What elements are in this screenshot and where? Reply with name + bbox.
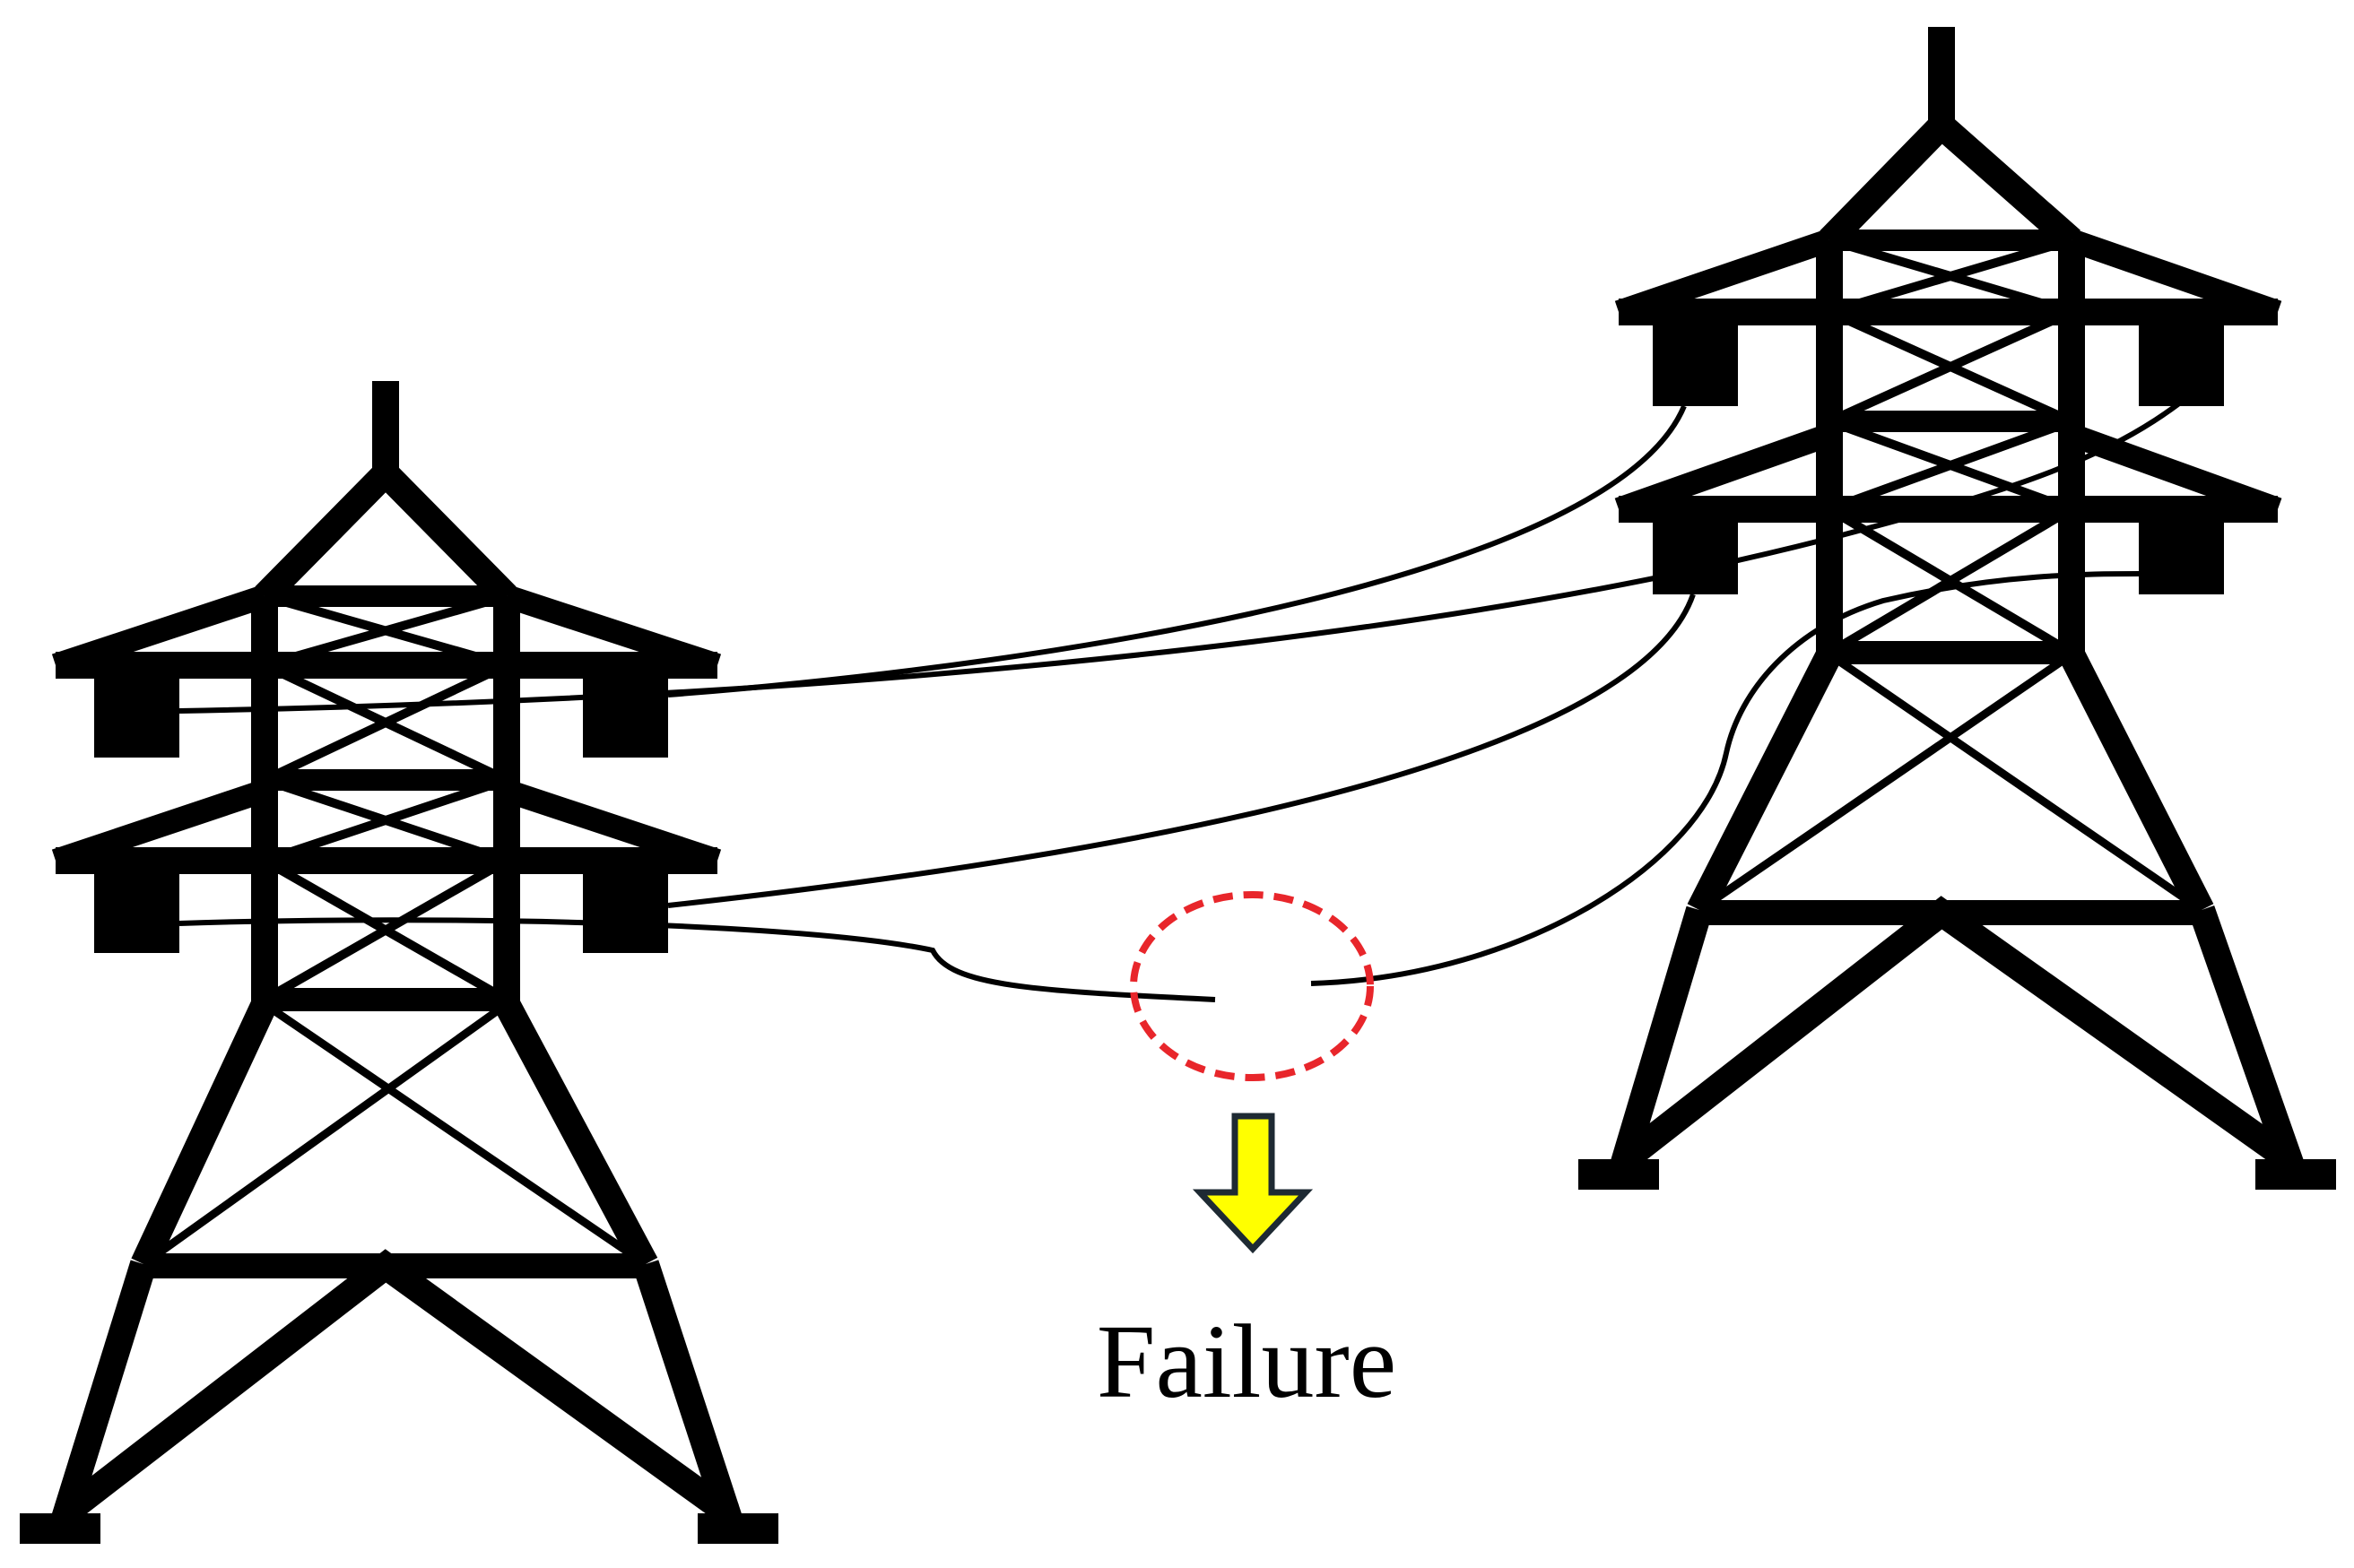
wire-lower-left-broken-left-half <box>178 917 1216 1002</box>
conductor-wires <box>178 401 2181 1002</box>
left-transmission-tower <box>20 381 778 1544</box>
wire-lower-right-to-left <box>667 593 1696 908</box>
wire-lower-broken-right-half <box>1310 571 2140 986</box>
wire-left-to-right-crossing <box>178 401 2181 714</box>
right-transmission-tower <box>1578 27 2336 1190</box>
failure-label: Failure <box>1096 1303 1397 1420</box>
down-arrow-icon <box>1192 1113 1314 1254</box>
wire-upper-left-to-upper-right <box>667 404 1687 697</box>
dashed-fault-circle <box>1130 891 1374 1081</box>
